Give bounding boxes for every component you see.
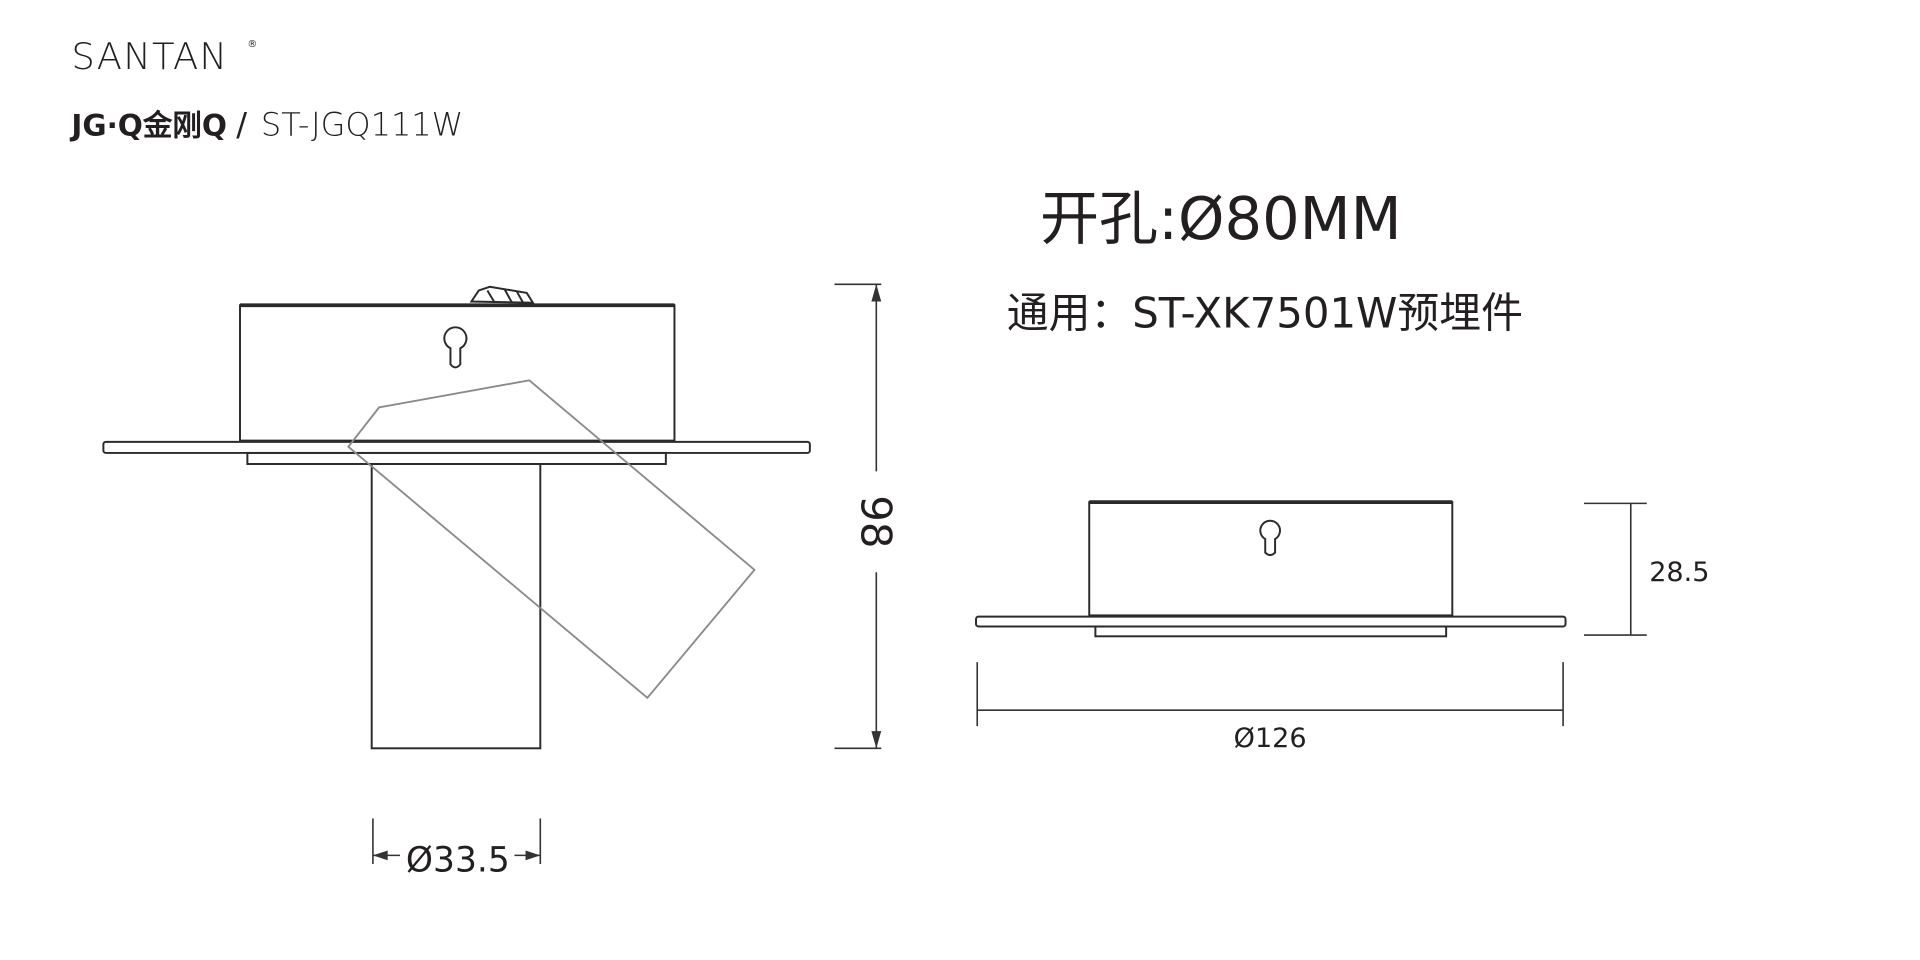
trim-lip [246,451,667,465]
flange [102,440,811,454]
housing-diameter-label: Ø126 [1234,723,1307,754]
series-logo: JG·Q金刚Q [69,108,227,142]
housing-height-dimension: 28.5 [1584,502,1709,636]
header-separator: / [236,105,247,143]
housing [239,304,676,442]
tube-diameter-label: Ø33.5 [406,840,510,880]
cutout-spec: 开孔:Ø80MM [1040,184,1402,253]
connector-icon [469,285,535,304]
keyhole-icon [443,326,468,369]
keyhole-icon [1259,519,1281,557]
model-number: ST-JGQ111W [261,105,463,143]
brand-logo: SANTAN [71,35,228,78]
housing [1088,501,1454,617]
flange [975,615,1567,628]
compatible-spec: 通用：ST-XK7501W预埋件 [1007,288,1523,337]
height-label: 98 [852,495,901,548]
height-dimension: 98 [834,283,901,750]
lamp-tube [370,463,542,750]
trim-lip [1094,625,1448,638]
tilted-tube-outline [347,379,756,700]
side-view-drawing [102,285,811,750]
housing-view-drawing [975,500,1567,638]
housing-height-label: 28.5 [1649,557,1709,588]
tube-diameter-dimension: Ø33.5 [372,818,542,880]
housing-diameter-dimension: Ø126 [976,662,1564,754]
registered-mark: ® [247,39,257,50]
